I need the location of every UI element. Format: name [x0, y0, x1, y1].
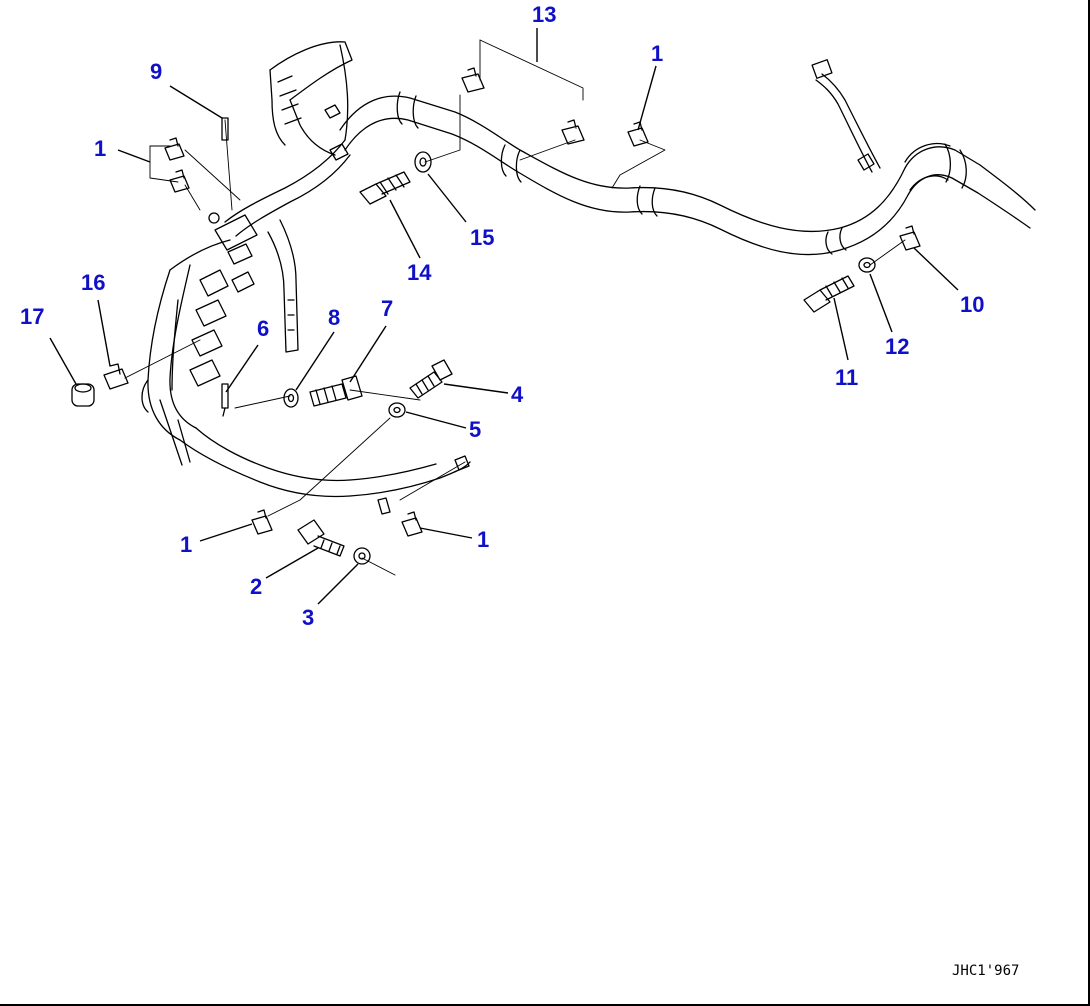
- washer-5: [388, 402, 406, 418]
- callout-c10: 10: [960, 292, 984, 317]
- harness-left-frame: [141, 41, 471, 498]
- callout-c5: 5: [469, 417, 481, 442]
- bolt-4: [409, 359, 453, 399]
- clip-1-left-a: [164, 137, 185, 161]
- bolt-7: [309, 375, 363, 407]
- callout-c1d: 1: [477, 527, 489, 552]
- callout-c17: 17: [20, 304, 44, 329]
- bolt-11: [803, 275, 855, 313]
- harness-upper-run: [339, 59, 1036, 256]
- tie-9: [221, 117, 229, 141]
- bolt-2: [297, 519, 345, 557]
- wiring-harness-drawing: [71, 39, 1036, 576]
- clip-10: [899, 225, 921, 251]
- washer-8: [283, 388, 299, 408]
- callout-c8: 8: [328, 305, 340, 330]
- clip-13b: [561, 119, 585, 145]
- callout-c13: 13: [532, 2, 556, 27]
- callout-c1a: 1: [651, 41, 663, 66]
- callout-c4: 4: [511, 382, 524, 407]
- callout-c1c: 1: [180, 532, 192, 557]
- loose-parts: [71, 67, 921, 565]
- callout-c6: 6: [257, 316, 269, 341]
- clip-1-top: [627, 121, 649, 147]
- washer-15: [414, 151, 432, 173]
- callout-c1b: 1: [94, 136, 106, 161]
- clip-13a: [461, 67, 485, 93]
- washer-3: [353, 547, 371, 565]
- clip-1-lower-left: [251, 509, 273, 535]
- callout-c3: 3: [302, 605, 314, 630]
- clip-1-lower-right: [401, 511, 423, 537]
- callout-c2: 2: [250, 574, 262, 599]
- clip-1-left-b: [169, 169, 190, 193]
- callout-c9: 9: [150, 59, 162, 84]
- clip-16: [103, 363, 129, 390]
- callout-c12: 12: [885, 334, 909, 359]
- tie-6: [221, 383, 229, 417]
- drawing-code: JHC1'967: [952, 963, 1019, 979]
- callout-c7: 7: [381, 296, 393, 321]
- callout-leaders: [49, 28, 959, 605]
- callout-c15: 15: [470, 225, 494, 250]
- callout-c14: 14: [407, 260, 432, 285]
- bolt-14: [359, 171, 411, 205]
- washer-12: [858, 257, 876, 273]
- callout-c16: 16: [81, 270, 105, 295]
- guide-lines: [124, 39, 906, 576]
- callout-c11: 11: [835, 365, 858, 390]
